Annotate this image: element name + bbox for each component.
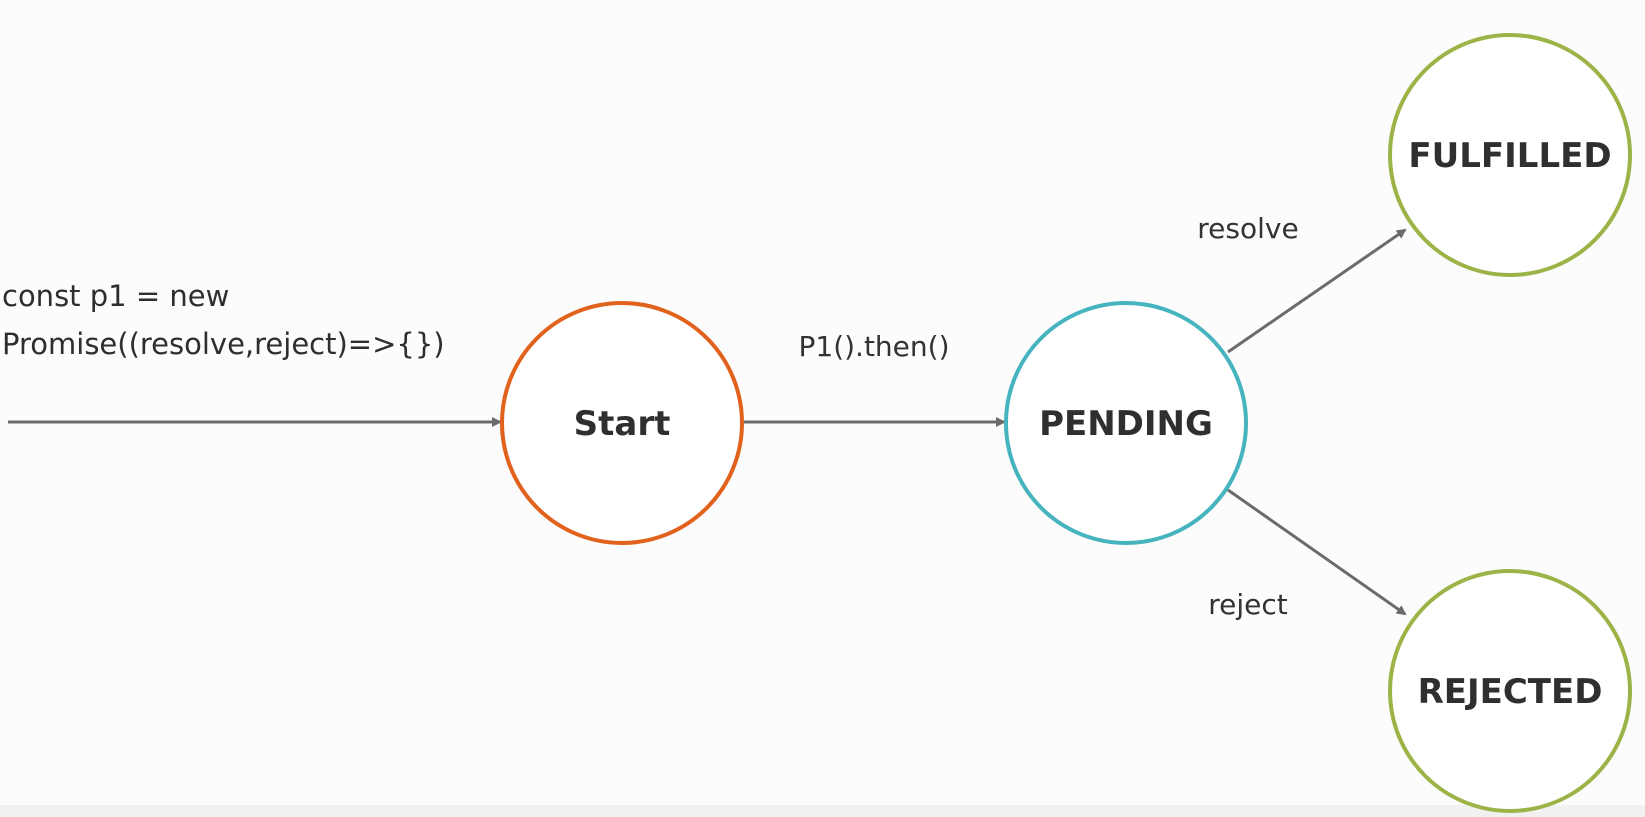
initial-code-line-2: Promise((resolve,reject)=>{}) [2,327,445,361]
fulfilled-node-label: FULFILLED [1408,136,1611,176]
start-node-label: Start [574,404,671,444]
resolve-arrow [1227,228,1407,354]
start-node [500,301,744,545]
reject-arrow [1227,488,1407,616]
fulfilled-node [1388,33,1632,277]
reject-edge-label: reject [1208,588,1288,621]
bottom-strip [0,805,1645,817]
resolve-edge-label: resolve [1197,212,1298,245]
pending-node-label: PENDING [1039,404,1213,444]
rejected-node-label: REJECTED [1418,672,1603,712]
then-edge-label: P1().then() [799,330,950,363]
initial-code-line-1: const p1 = new [2,279,230,313]
initial-code-text: const p1 = new Promise((resolve,reject)=… [2,272,445,368]
pending-node [1004,301,1248,545]
rejected-node [1388,569,1632,813]
